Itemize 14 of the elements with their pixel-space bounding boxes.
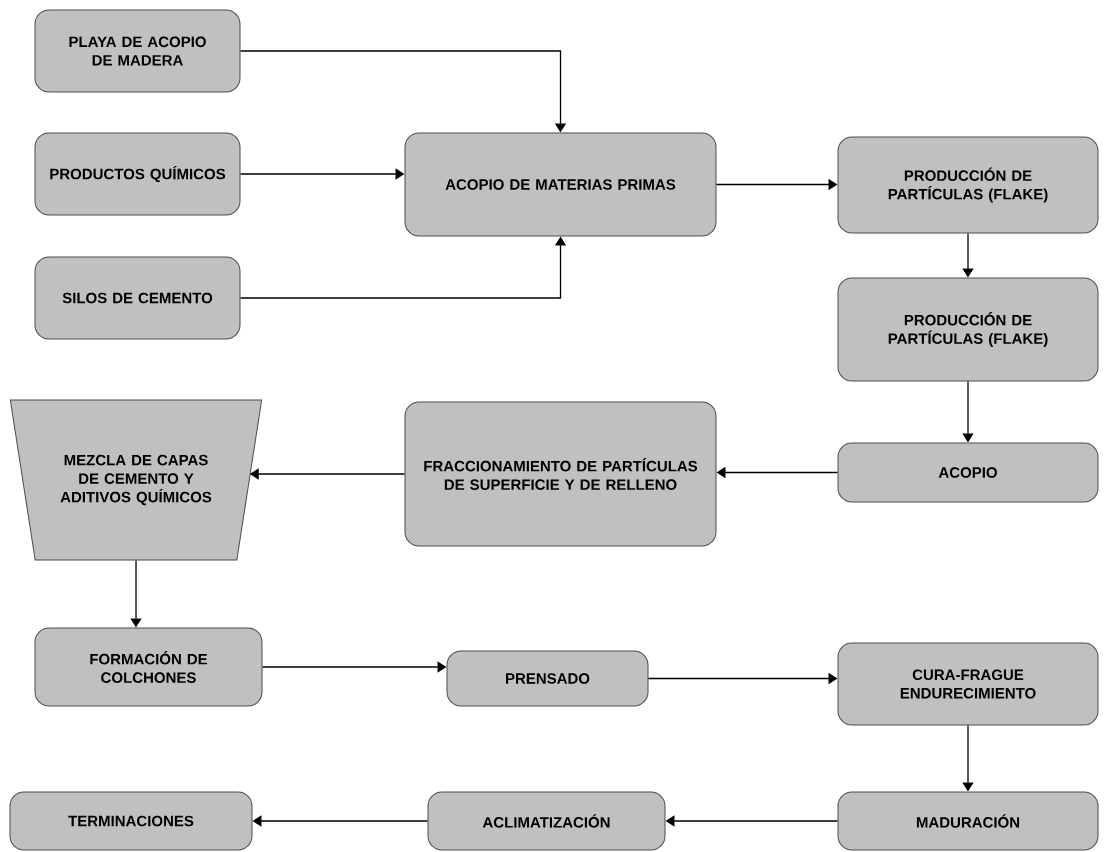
- process-box: FRACCIONAMIENTO DE PARTÍCULAS DE SUPERFICIE Y DE RELLENO: [404, 401, 717, 547]
- process-box: CURA-FRAGUE ENDURECIMIENTO: [837, 642, 1099, 726]
- process-box: PLAYA DE ACOPIO DE MADERA: [34, 9, 241, 93]
- process-box: SILOS DE CEMENTO: [34, 256, 241, 340]
- process-box: ACLIMATIZACIÓN: [427, 791, 666, 851]
- process-box: TERMINACIONES: [9, 791, 253, 851]
- process-box: ACOPIO DE MATERIAS PRIMAS: [404, 132, 717, 237]
- process-box: PRODUCCIÓN DE PARTÍCULAS (FLAKE): [837, 136, 1099, 234]
- process-box: FORMACIÓN DE COLCHONES: [34, 627, 263, 707]
- process-box: MADURACIÓN: [837, 791, 1099, 851]
- process-box: PRODUCCIÓN DE PARTÍCULAS (FLAKE): [837, 277, 1099, 382]
- process-box: ACOPIO: [837, 442, 1099, 503]
- process-box: PRODUCTOS QUÍMICOS: [34, 132, 241, 216]
- process-box: PRENSADO: [446, 650, 649, 707]
